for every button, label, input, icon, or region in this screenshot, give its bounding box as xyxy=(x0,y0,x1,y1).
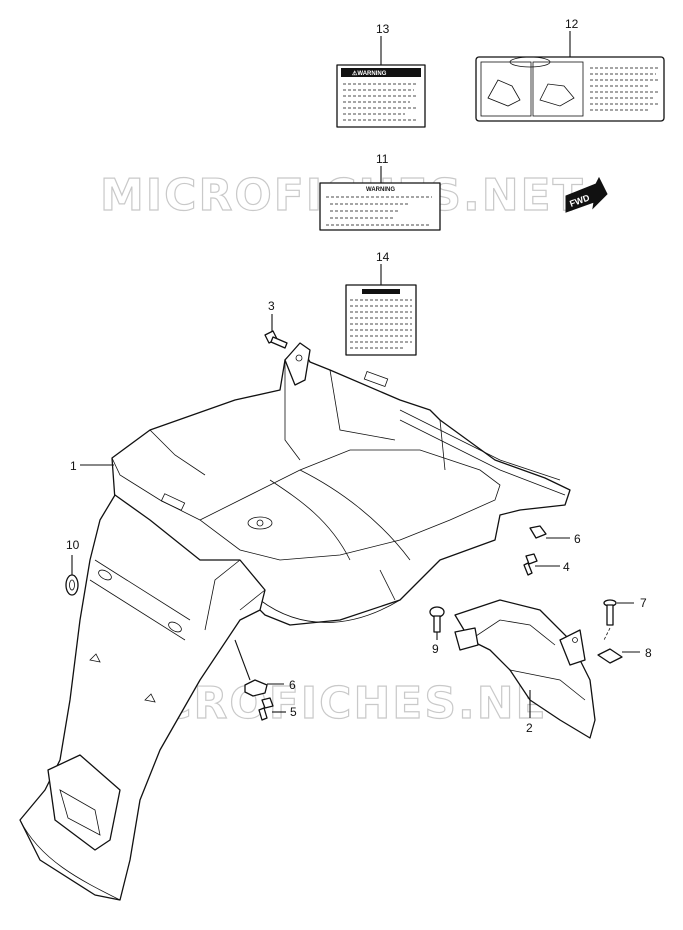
callout-5: 5 xyxy=(290,705,297,719)
callout-6-lower: 6 xyxy=(289,678,296,692)
callout-14: 14 xyxy=(376,250,390,264)
forward-arrow-icon: FWD xyxy=(565,176,608,213)
rear-mudguard xyxy=(19,494,266,901)
callout-3: 3 xyxy=(268,299,275,313)
bolt-part-3 xyxy=(264,330,288,349)
callout-2: 2 xyxy=(526,721,533,735)
label-12-sticker xyxy=(475,56,665,122)
callout-4: 4 xyxy=(563,560,570,574)
callout-12: 12 xyxy=(565,17,579,31)
callout-8: 8 xyxy=(645,646,652,660)
bolt-part-4 xyxy=(523,553,538,576)
callout-7: 7 xyxy=(640,596,647,610)
nut-part-6-lower xyxy=(244,679,268,697)
label-13-title: ⚠WARNING xyxy=(352,70,387,77)
bolt-part-5 xyxy=(258,697,274,721)
callout-1: 1 xyxy=(70,459,77,473)
callout-11: 11 xyxy=(376,152,389,166)
label-13-sticker: ⚠WARNING xyxy=(336,64,426,128)
callout-13: 13 xyxy=(376,22,390,36)
label-14-sticker xyxy=(345,284,417,356)
screw-part-7 xyxy=(603,599,617,626)
label-11-sticker: WARNING xyxy=(319,182,441,231)
label-11-title: WARNING xyxy=(366,187,395,193)
callout-9: 9 xyxy=(432,642,439,656)
nut-part-6-right xyxy=(529,525,547,539)
rear-fender-part-1 xyxy=(111,342,571,626)
inner-fender-part-2 xyxy=(454,599,596,739)
callout-10: 10 xyxy=(66,538,80,552)
bolt-part-9 xyxy=(429,606,445,633)
clip-nut-part-8 xyxy=(597,648,623,664)
callout-6-right: 6 xyxy=(574,532,581,546)
washer-part-10 xyxy=(65,574,79,596)
